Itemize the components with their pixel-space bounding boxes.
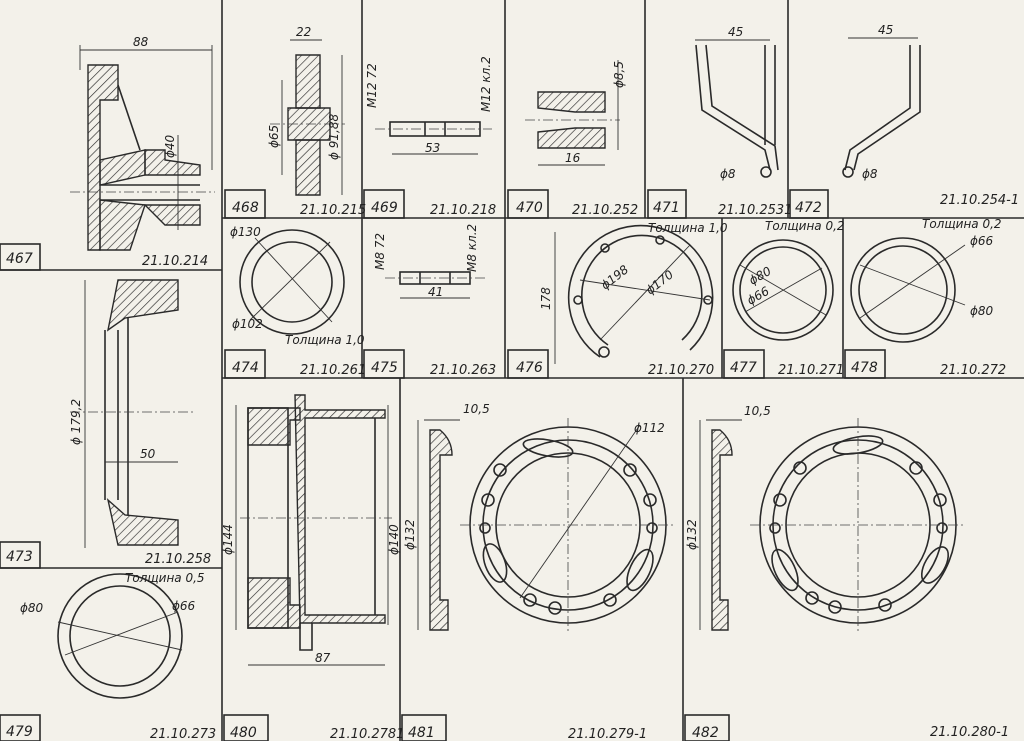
- part-470-dim-2: 16: [565, 151, 581, 165]
- part-475-dim-2: M8 кл.2: [465, 224, 479, 272]
- part-469-dim-2: M12 кл.2: [479, 56, 493, 112]
- part-477-dim-1: ϕ80: [747, 264, 774, 288]
- part-471-dim-2: ϕ8: [720, 167, 736, 181]
- part-468-drawing: [270, 39, 345, 196]
- part-476-code: 21.10.270: [648, 363, 714, 378]
- part-482-dim-2: ϕ132: [685, 519, 699, 550]
- part-478-dim-1: ϕ66: [970, 234, 994, 248]
- part-480-dim-2: ϕ140: [387, 524, 401, 555]
- part-472-code: 21.10.254-1: [940, 193, 1019, 208]
- part-470-dim-1: ϕ8,5: [612, 61, 626, 88]
- part-472-dim-2: ϕ8: [862, 167, 878, 181]
- part-476-dim-2: ϕ198: [598, 262, 631, 292]
- part-480-dim-3: 87: [315, 651, 331, 665]
- part-473-drawing: [70, 279, 195, 548]
- part-467-drawing: [70, 45, 215, 251]
- part-475-dim-1: M8 72: [373, 233, 387, 270]
- part-475-code: 21.10.263: [430, 363, 496, 378]
- part-480-code: 21.10.2781: [330, 727, 404, 741]
- part-469-number: 469: [371, 200, 398, 216]
- part-479-code: 21.10.273: [150, 727, 216, 741]
- part-476-dim-1: 178: [539, 287, 553, 310]
- part-477-code: 21.10.271: [778, 363, 844, 378]
- part-469-drawing: [375, 121, 492, 155]
- part-479-note: Толщина 0,5: [125, 571, 205, 585]
- part-477-drawing: [732, 239, 834, 341]
- part-467-code: 21.10.214: [142, 254, 208, 269]
- part-473-number: 473: [6, 549, 33, 565]
- part-478-dim-2: ϕ80: [970, 304, 994, 318]
- part-481-drawing: [417, 418, 676, 632]
- part-480-drawing: [235, 394, 392, 666]
- part-481-code: 21.10.279-1: [568, 727, 647, 741]
- part-480-dim-1: ϕ144: [221, 524, 235, 555]
- part-471-code: 21.10.2531: [718, 203, 792, 218]
- part-482-drawing: [699, 418, 966, 632]
- part-480-number: 480: [230, 725, 257, 741]
- part-469-dim-1: M12 72: [365, 63, 379, 108]
- part-474-drawing: [239, 229, 345, 335]
- part-468-number: 468: [232, 200, 259, 216]
- part-481-number: 481: [408, 725, 435, 741]
- part-471-number: 471: [653, 200, 680, 216]
- part-468-dim-1: 22: [296, 25, 311, 39]
- part-467-number: 467: [6, 251, 33, 267]
- part-473-dim-1: ϕ 179,2: [69, 399, 83, 445]
- part-475-dim-3: 41: [428, 285, 443, 299]
- part-481-dim-2: ϕ132: [403, 519, 417, 550]
- part-478-drawing: [850, 237, 966, 343]
- part-472-number: 472: [795, 200, 822, 216]
- part-482-code: 21.10.280-1: [930, 725, 1009, 740]
- part-471-drawing: [695, 39, 779, 178]
- part-467-dim-2: ϕ40: [163, 134, 177, 158]
- part-469-dim-3: 53: [425, 141, 440, 155]
- part-481-dim-1: 10,5: [463, 402, 490, 416]
- part-476-drawing: [554, 224, 714, 364]
- part-471-dim-1: 45: [728, 25, 743, 39]
- part-474-dim-2: ϕ102: [232, 317, 263, 331]
- part-478-code: 21.10.272: [940, 363, 1006, 378]
- part-478-number: 478: [851, 360, 878, 376]
- part-479-number: 479: [6, 724, 33, 740]
- part-479-dim-2: ϕ66: [172, 599, 196, 613]
- part-472-dim-1: 45: [878, 23, 893, 37]
- part-470-drawing: [525, 60, 620, 166]
- part-473-code: 21.10.258: [145, 552, 211, 567]
- part-482-dim-1: 10,5: [744, 404, 771, 418]
- part-474-number: 474: [232, 360, 259, 376]
- part-477-number: 477: [730, 360, 757, 376]
- part-478-note: Толщина 0,2: [922, 217, 1002, 231]
- part-473-dim-2: 50: [140, 447, 156, 461]
- part-474-dim-1: ϕ130: [230, 225, 261, 239]
- part-470-code: 21.10.252: [572, 203, 638, 218]
- part-474-code: 21.10.261: [300, 363, 366, 378]
- part-477-note: Толщина 0,2: [765, 219, 845, 233]
- part-475-number: 475: [371, 360, 398, 376]
- part-469-code: 21.10.218: [430, 203, 496, 218]
- part-470-number: 470: [516, 200, 543, 216]
- part-472-drawing: [842, 37, 921, 178]
- part-476-number: 476: [516, 360, 543, 376]
- part-476-note: Толщина 1,0: [648, 221, 728, 235]
- part-468-code: 21.10.215: [300, 203, 366, 218]
- part-467-dim-1: 88: [133, 35, 149, 49]
- part-482-number: 482: [692, 725, 719, 741]
- part-476-dim-3: ϕ170: [643, 267, 676, 297]
- part-475-drawing: [385, 271, 485, 299]
- part-468-dim-2: ϕ65: [267, 125, 281, 148]
- part-481-dim-3: ϕ112: [634, 421, 665, 435]
- part-479-drawing: [57, 573, 183, 699]
- part-479-dim-1: ϕ80: [20, 601, 44, 615]
- part-468-dim-3: ϕ 91,88: [327, 114, 341, 160]
- part-474-note: Толщина 1,0: [285, 333, 365, 347]
